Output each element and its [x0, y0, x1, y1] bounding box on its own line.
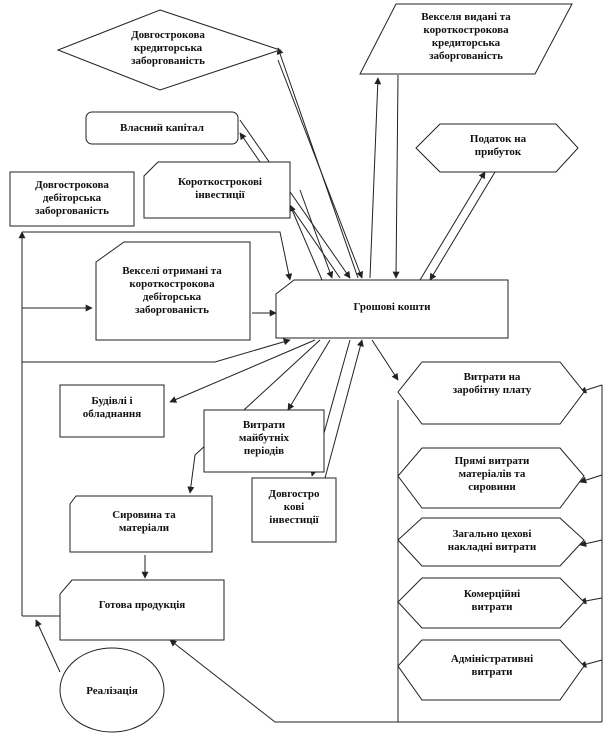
arrow-income-tax-to-cash: [429, 171, 496, 281]
arrow-own-capital-to-cash: [239, 119, 351, 279]
arrow-cash-to-raw-materials: [187, 339, 321, 494]
svg-text:Грошові кошти: Грошові кошти: [354, 301, 432, 313]
arrow-short-term-investments-to-cash: [299, 189, 334, 279]
svg-text:Власний капітал: Власний капітал: [120, 122, 204, 134]
arrow-long-term-payables-to-cash: [277, 59, 364, 279]
arrow-cash-to-income-tax: [419, 171, 486, 281]
svg-text:Готова продукція: Готова продукція: [99, 599, 185, 611]
arrow-right-line-to-materials-costs: [579, 474, 603, 484]
arrow-cash-to-future-expenses: [287, 339, 331, 411]
arrow-expenses-to-finished-goods: [169, 639, 602, 723]
arrow-cash-to-bills-issued: [369, 77, 382, 279]
arrow-cash-to-right-column: [371, 339, 399, 381]
svg-text:Реалізація: Реалізація: [86, 685, 138, 697]
arrow-cash-to-buildings: [169, 339, 316, 403]
arrow-sales-to-finished-goods: [35, 619, 61, 673]
node-own-capital: Власний капітал: [85, 111, 239, 145]
arrow-left-trunk-to-cash: [22, 338, 291, 363]
arrow-long-term-receivables-to-cash: [22, 231, 293, 281]
node-sales: Реалізація: [59, 647, 165, 733]
node-finished-goods: Готова продукція: [59, 579, 225, 641]
arrow-long-term-investments-to-cash: [324, 339, 364, 479]
arrow-right-line-to-overhead: [579, 539, 603, 548]
arrow-bills-issued-to-cash: [392, 74, 400, 279]
connectors: [18, 47, 603, 723]
arrow-cash-to-short-term-investments: [289, 204, 323, 281]
node-cash: Грошові кошти: [275, 279, 509, 339]
